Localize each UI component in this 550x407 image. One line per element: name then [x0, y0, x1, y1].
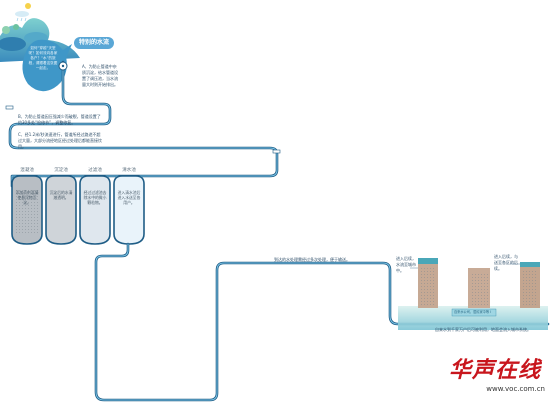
pipe-note: 到达的水处理需经过多次处理，便于输送。 — [274, 257, 350, 262]
intro-text: 如何“穿越”天堂呢？如何流向各家各户？“水”的旅程，请跟着这张图一起走。 — [28, 46, 58, 70]
sun-icon — [25, 3, 31, 9]
logo-wordmark: 华声在线 — [449, 357, 542, 383]
tank-description: 添加药剂混凝使悬浮物沉淀。 — [15, 190, 39, 205]
bottom-note: 自来水到千家万户后可被利用，地面会流入城市系统。 — [435, 327, 531, 332]
tank-2 — [45, 175, 77, 245]
tank-3 — [79, 175, 111, 245]
step-b-text: B、为防止管道因压强减少而破裂，管道设置了约30多处“检修节”，调整修复。 — [18, 114, 101, 125]
tank-description: 经过过滤池去除水中的微小颗粒物。 — [83, 190, 107, 205]
logo-url: www.voc.com.cn — [486, 385, 545, 393]
main-pipe-highlight — [9, 61, 278, 187]
tank-label: 沉淀池 — [54, 168, 68, 173]
right-note-left: 进入后续，水流至城市中。 — [396, 256, 416, 273]
step-c-text: C、经1.2米/秒流速进行，管道所经过路途不超过大量，大部分流经地区经过处理后都… — [18, 132, 102, 149]
right-note-right: 进入后续，与送至各区的后续。 — [494, 254, 518, 271]
tank-description: 沉淀后的水清澈透明。 — [49, 190, 73, 200]
building-icon — [418, 258, 540, 308]
tank-description: 进入清水池后进入水送至各用户。 — [117, 190, 141, 205]
city-basin — [398, 306, 548, 330]
treatment-tanks — [11, 175, 145, 245]
tank-label: 清水池 — [122, 168, 136, 173]
tree-icon — [2, 26, 10, 34]
step-a-text: A、为防止管道中杂质沉淀，给水管道设置了调压池，当水流量大时则开始排出。 — [82, 64, 118, 87]
basin-note: 自来水公司，居民家中等 I — [454, 310, 492, 314]
tank-label: 过滤池 — [88, 168, 102, 173]
intro-bubble — [22, 39, 67, 92]
tank-4 — [113, 175, 145, 245]
cloud-icon — [15, 11, 29, 17]
tank-label: 混凝池 — [20, 168, 34, 173]
rain-icon — [16, 17, 27, 22]
valve-icon — [5, 61, 281, 154]
sediment-texture — [14, 188, 40, 234]
page-title: 特别的水流 — [74, 37, 114, 49]
